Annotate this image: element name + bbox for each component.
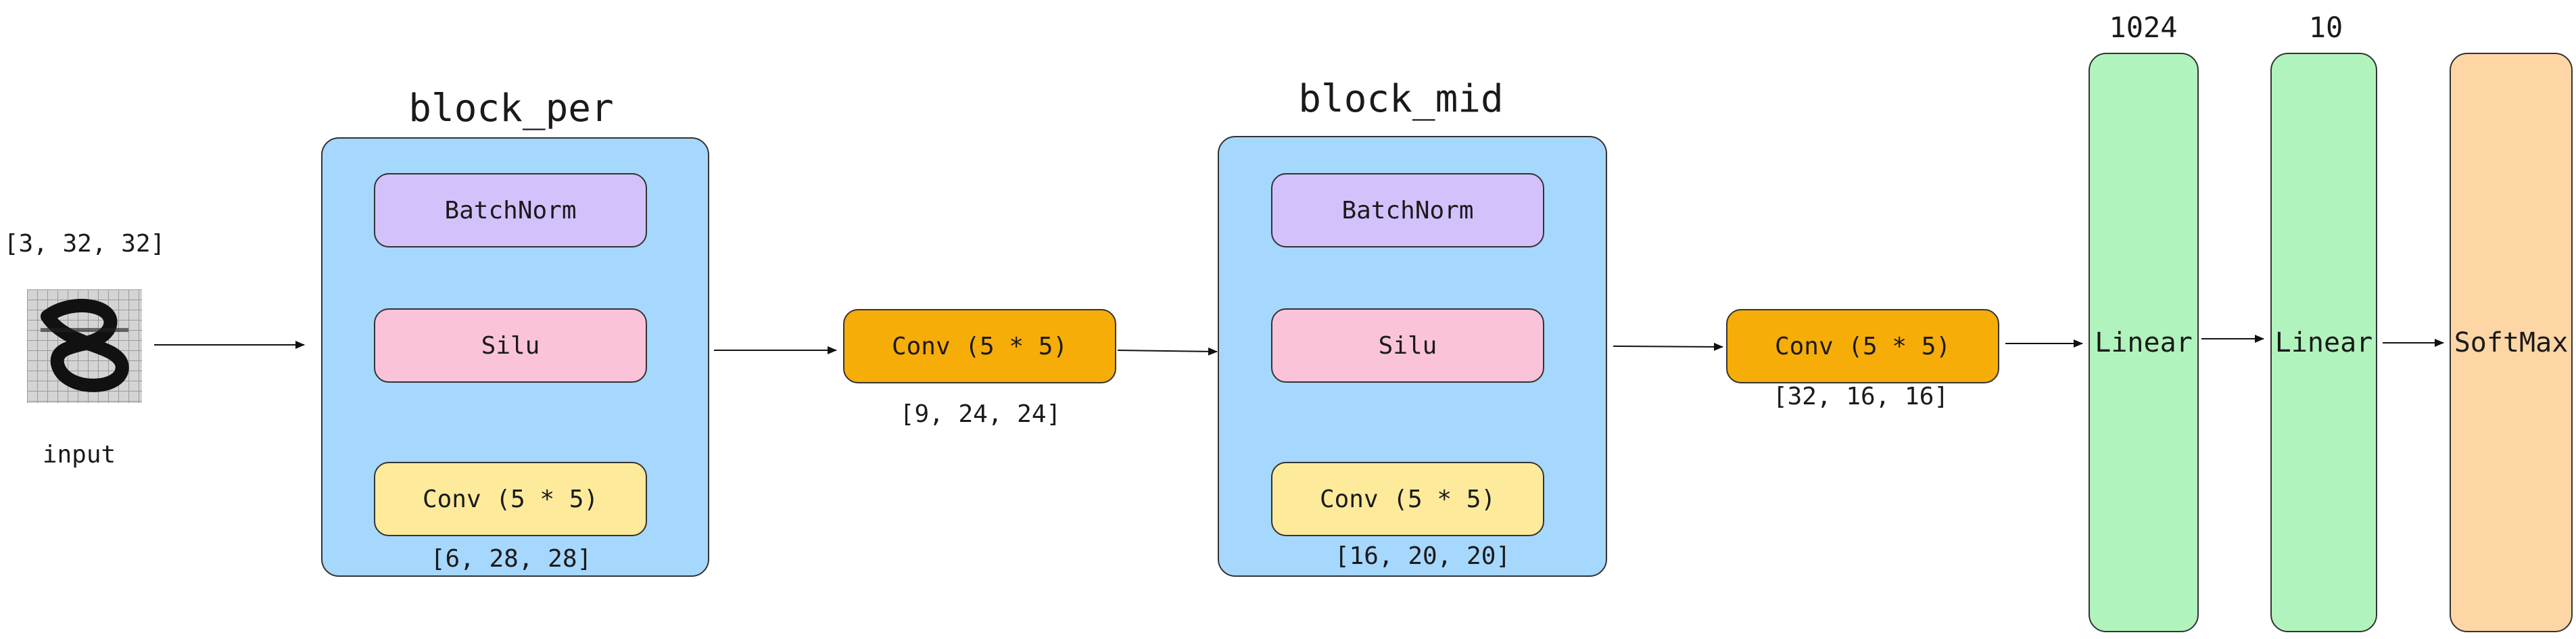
conv-a-output-shape: [9, 24, 24] bbox=[899, 400, 1062, 428]
block-mid-silu-label: Silu bbox=[1378, 331, 1437, 360]
conv-b: Conv (5 * 5) bbox=[1726, 309, 1999, 383]
block-per-silu-label: Silu bbox=[481, 331, 540, 360]
block-mid-batchnorm: BatchNorm bbox=[1271, 173, 1544, 247]
arrow-conv-a-to-block-mid bbox=[1117, 347, 1218, 356]
block-per-output-shape: [6, 28, 28] bbox=[430, 545, 592, 573]
input-image bbox=[27, 289, 142, 403]
block-per-batchnorm: BatchNorm bbox=[374, 173, 647, 247]
linear-1-units: 1024 bbox=[2109, 11, 2178, 44]
conv-a-label: Conv (5 * 5) bbox=[891, 332, 1068, 360]
input-digit-image bbox=[27, 289, 142, 403]
input-label: input bbox=[42, 441, 116, 469]
block-mid-batchnorm-label: BatchNorm bbox=[1341, 196, 1474, 224]
block-per-silu: Silu bbox=[374, 308, 647, 383]
softmax: SoftMax bbox=[2450, 53, 2573, 632]
linear-2-units: 10 bbox=[2308, 11, 2343, 44]
block-per-title: block_per bbox=[408, 87, 614, 131]
arrow-block-mid-to-conv-b bbox=[1613, 342, 1723, 351]
conv-b-label: Conv (5 * 5) bbox=[1774, 332, 1951, 360]
linear-1-label: Linear bbox=[2095, 327, 2193, 358]
block-per-conv-label: Conv (5 * 5) bbox=[422, 485, 599, 513]
input-shape-label: [3, 32, 32] bbox=[3, 230, 166, 258]
conv-a: Conv (5 * 5) bbox=[843, 309, 1116, 383]
block-mid-output-shape: [16, 20, 20] bbox=[1334, 542, 1511, 570]
linear-1: Linear bbox=[2089, 53, 2199, 632]
linear-2: Linear bbox=[2270, 53, 2377, 632]
block-per-conv: Conv (5 * 5) bbox=[374, 462, 647, 536]
block-mid-conv-label: Conv (5 * 5) bbox=[1319, 485, 1496, 513]
block-mid-silu: Silu bbox=[1271, 308, 1544, 383]
block-mid-conv: Conv (5 * 5) bbox=[1271, 462, 1544, 536]
conv-b-output-shape: [32, 16, 16] bbox=[1772, 383, 1949, 410]
block-mid-title: block_mid bbox=[1298, 77, 1504, 121]
softmax-label: SoftMax bbox=[2454, 327, 2569, 358]
linear-2-label: Linear bbox=[2274, 327, 2373, 358]
block-per-batchnorm-label: BatchNorm bbox=[444, 196, 577, 224]
